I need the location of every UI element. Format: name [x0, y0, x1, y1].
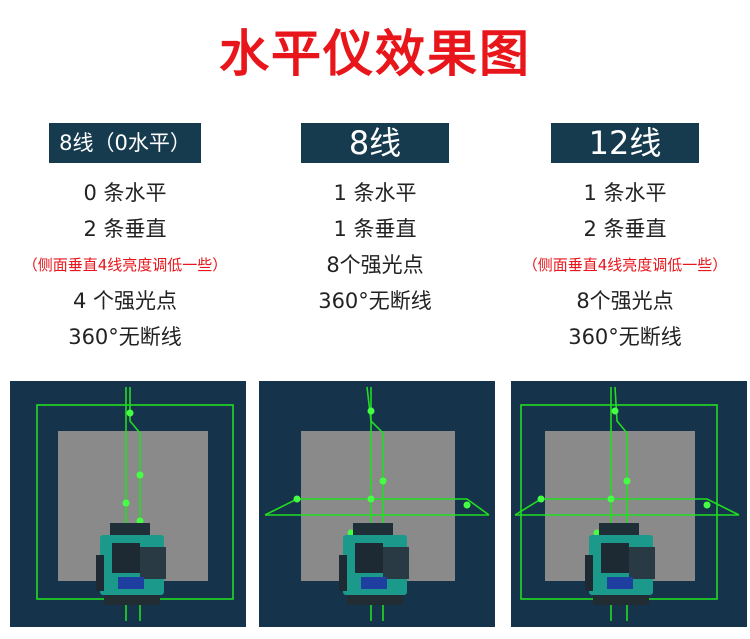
laser-dot — [367, 495, 375, 503]
laser-dot — [537, 495, 545, 503]
laser-dot — [463, 501, 471, 509]
spec-line: 2 条垂直 — [583, 217, 667, 241]
laser-illustration — [514, 386, 740, 621]
spec-line: 8个强光点 — [576, 289, 674, 313]
laser-dot — [611, 407, 619, 415]
laser-illustration — [264, 386, 490, 621]
laser-level-device — [96, 523, 166, 605]
model-badge: 8线 — [301, 123, 449, 163]
laser-dot — [593, 529, 601, 537]
laser-effect-panel-3 — [511, 381, 747, 627]
spec-line: 360°无断线 — [68, 325, 182, 349]
spec-line: 360°无断线 — [568, 325, 682, 349]
spec-line: 360°无断线 — [318, 289, 432, 313]
laser-effect-panel-2 — [259, 381, 495, 627]
laser-dot — [136, 517, 144, 525]
laser-dot — [122, 499, 130, 507]
model-badge: 12线 — [551, 123, 699, 163]
spec-line: 4 个强光点 — [72, 289, 178, 313]
page-title: 水平仪效果图 — [219, 25, 531, 83]
spec-line: 1 条水平 — [583, 181, 667, 205]
laser-effect-panel-1 — [10, 381, 246, 627]
laser-dot — [293, 495, 301, 503]
laser-dot — [136, 471, 144, 479]
laser-dot — [623, 477, 631, 485]
spec-line: 2 条垂直 — [83, 217, 167, 241]
spec-line: 8个强光点 — [326, 253, 424, 277]
laser-level-device — [339, 523, 409, 605]
model-badge: 8线（0水平） — [49, 123, 201, 163]
laser-dot — [379, 477, 387, 485]
laser-dot — [703, 501, 711, 509]
laser-dot — [367, 407, 375, 415]
spec-line: 1 条垂直 — [333, 217, 417, 241]
laser-dot — [347, 529, 355, 537]
laser-horizontal-line — [514, 498, 740, 516]
spec-note: （侧面垂直4线亮度调低一些） — [522, 256, 728, 274]
spec-column-8-line: 8线 1 条水平 1 条垂直 8个强光点 360°无断线 — [255, 123, 495, 319]
laser-dot — [607, 495, 615, 503]
spec-note: （侧面垂直4线亮度调低一些） — [22, 256, 228, 274]
laser-level-device — [585, 523, 655, 605]
laser-illustration — [36, 387, 234, 621]
spec-column-8-line-no-horizontal: 8线（0水平） 0 条水平 2 条垂直 （侧面垂直4线亮度调低一些） 4 个强光… — [5, 123, 245, 355]
spec-line: 1 条水平 — [333, 181, 417, 205]
spec-column-12-line: 12线 1 条水平 2 条垂直 （侧面垂直4线亮度调低一些） 8个强光点 360… — [505, 123, 745, 355]
laser-horizontal-line — [264, 498, 490, 516]
laser-dot — [126, 409, 134, 417]
spec-line: 0 条水平 — [83, 181, 167, 205]
